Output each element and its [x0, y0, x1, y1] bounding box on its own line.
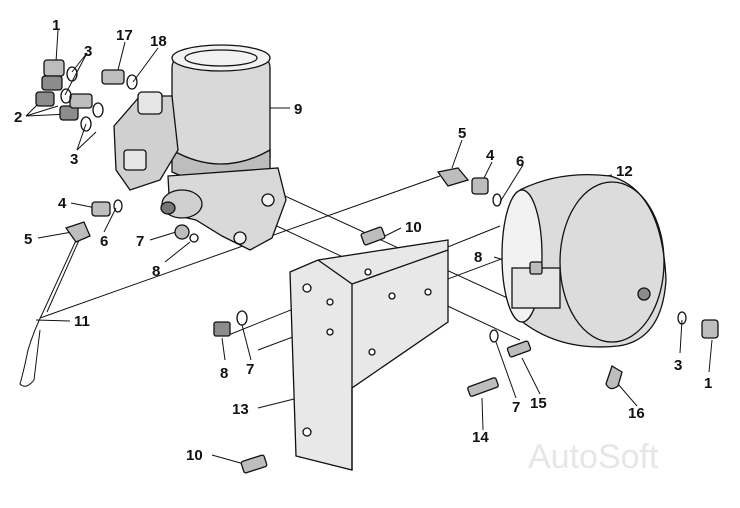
callout-6-left: 6 [100, 233, 108, 250]
callout-9: 9 [294, 101, 302, 118]
line-fittings-right [436, 167, 502, 207]
callout-1-top: 1 [52, 17, 60, 34]
fasteners [213, 226, 532, 474]
callout-7-bottom: 7 [512, 399, 520, 416]
callout-2: 2 [14, 109, 22, 126]
callout-8-tank: 8 [474, 249, 482, 266]
callout-14: 14 [472, 429, 489, 446]
leader-lines [25, 29, 713, 465]
callout-labels: 1 17 18 3 2 3 9 5 4 6 12 4 5 6 10 7 8 8 … [14, 17, 712, 464]
air-line-tube-edge [46, 237, 81, 313]
callout-6-right: 6 [516, 153, 524, 170]
callout-15: 15 [530, 395, 547, 412]
callout-8-bracket: 8 [220, 365, 228, 382]
callout-5-right: 5 [458, 125, 466, 142]
callout-3-top: 3 [84, 43, 92, 60]
callout-4-right: 4 [486, 147, 495, 164]
callout-13: 13 [232, 401, 249, 418]
callout-1-tank: 1 [704, 375, 712, 392]
callout-7-bracket: 7 [246, 361, 254, 378]
callout-3-mid: 3 [70, 151, 78, 168]
air-tank [501, 173, 719, 390]
callout-4-left: 4 [58, 195, 67, 212]
callout-8-left: 8 [152, 263, 160, 280]
callout-12: 12 [616, 163, 633, 180]
callout-17: 17 [116, 27, 133, 44]
callout-11: 11 [74, 313, 90, 330]
air-dryer-base [113, 91, 287, 251]
mounting-bracket [289, 239, 449, 471]
air-line-tube [19, 235, 79, 387]
line-fittings-left [64, 199, 199, 243]
inlet-fittings [35, 59, 138, 132]
callout-18: 18 [150, 33, 167, 50]
callout-5-left: 5 [24, 231, 32, 248]
air-dryer-canister [171, 44, 271, 184]
callout-10-bottom: 10 [186, 447, 203, 464]
callout-16: 16 [628, 405, 645, 422]
callout-7-left: 7 [136, 233, 144, 250]
callout-10-top: 10 [405, 219, 422, 236]
watermark: AutoSoft [528, 438, 659, 476]
callout-3-tank: 3 [674, 357, 682, 374]
